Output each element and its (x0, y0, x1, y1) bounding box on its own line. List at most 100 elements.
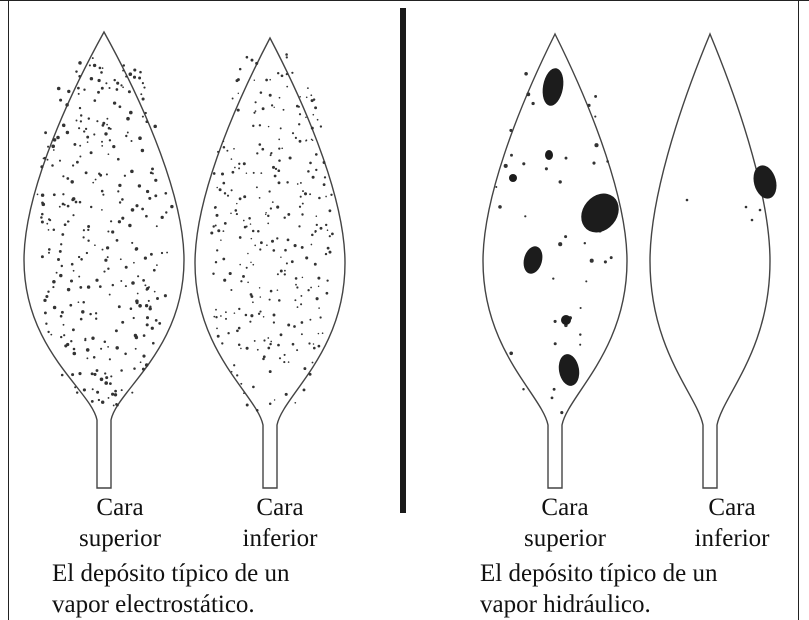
spray-droplet (70, 340, 72, 342)
spray-droplet (122, 86, 124, 88)
label-line2: superior (60, 523, 180, 554)
spray-droplet (104, 372, 106, 374)
spray-droplet (253, 172, 255, 174)
spray-droplet (112, 145, 115, 148)
spray-droplet (292, 343, 295, 346)
spray-droplet (106, 246, 109, 249)
spray-droplet (148, 197, 151, 200)
spray-droplet (252, 386, 255, 389)
spray-droplet (274, 399, 275, 400)
spray-droplet (214, 206, 217, 209)
spray-droplet (128, 224, 131, 227)
spray-droplet (745, 206, 748, 209)
spray-droplet (509, 129, 512, 132)
spray-droplet (244, 226, 247, 229)
spray-droplet (62, 175, 64, 177)
spray-droplet (96, 391, 99, 394)
spray-droplet (239, 236, 241, 238)
spray-droplet (291, 72, 293, 74)
spray-droplet (72, 328, 75, 331)
spray-droplet (108, 397, 110, 399)
spray-droplet (318, 333, 319, 334)
spray-droplet (144, 284, 146, 286)
spray-droplet (215, 309, 217, 311)
spray-droplet (236, 213, 238, 215)
spray-droplet (116, 239, 119, 242)
spray-droplet (231, 158, 233, 160)
spray-droplet (48, 229, 50, 231)
caption-line1: El depósito típico de un (52, 558, 289, 589)
spray-droplet (299, 113, 301, 115)
spray-droplet (301, 213, 303, 215)
spray-droplet (531, 102, 534, 105)
spray-droplet (292, 132, 294, 134)
label-line1: Cara (220, 492, 340, 523)
spray-droplet (246, 172, 247, 173)
spray-droplet (552, 277, 554, 279)
spray-droplet (232, 98, 234, 100)
spray-droplet (225, 318, 227, 320)
spray-droplet (580, 307, 582, 309)
spray-droplet (495, 186, 497, 188)
spray-droplet (86, 348, 90, 352)
spray-droplet (270, 341, 272, 343)
spray-droplet (307, 170, 310, 173)
spray-droplet (131, 208, 135, 212)
spray-droplet (125, 135, 127, 137)
spray-droplet (558, 242, 562, 246)
spray-droplet (70, 180, 73, 183)
spray-droplet (90, 151, 93, 154)
spray-droplet (133, 367, 136, 370)
spray-droplet (60, 336, 62, 338)
spray-droplet (286, 86, 288, 88)
spray-droplet (272, 201, 274, 203)
leaf-outline (24, 32, 184, 488)
spray-droplet (294, 299, 296, 301)
spray-droplet (133, 317, 135, 319)
spray-droplet (296, 105, 299, 108)
spray-droplet (238, 93, 239, 94)
spray-droplet (156, 264, 158, 266)
spray-droplet (107, 230, 109, 232)
spray-droplet (130, 140, 132, 142)
spray-droplet (143, 87, 145, 89)
spray-droplet (303, 388, 306, 391)
spray-droplet (90, 77, 93, 80)
spray-droplet (59, 99, 62, 102)
spray-droplet (142, 355, 145, 358)
spray-droplet (89, 64, 91, 66)
spray-droplet (510, 154, 513, 157)
spray-droplet (316, 215, 318, 217)
spray-droplet (233, 148, 235, 150)
spray-droplet (109, 382, 112, 385)
spray-droplet (279, 97, 281, 99)
spray-droplet (121, 217, 124, 220)
spray-droplet (106, 173, 108, 175)
spray-droplet (304, 192, 307, 195)
spray-droplet (318, 197, 321, 200)
spray-droplet (45, 323, 47, 325)
spray-droplet (296, 286, 298, 288)
spray-droplet (564, 235, 567, 238)
label-electrostatic-inferior: Cara inferior (220, 492, 340, 554)
spray-droplet (256, 409, 259, 412)
spray-droplet (227, 195, 229, 197)
spray-droplet (759, 209, 762, 212)
spray-droplet (267, 222, 269, 224)
spray-droplet (277, 169, 280, 172)
spray-droplet (261, 148, 264, 151)
spray-droplet (37, 194, 39, 196)
spray-droplet (311, 234, 314, 237)
spray-droplet (53, 138, 57, 142)
spray-droplet (267, 215, 269, 217)
leaf-outline (650, 34, 770, 488)
spray-droplet (87, 225, 90, 228)
spray-droplet (102, 194, 104, 196)
spray-droplet (302, 190, 304, 192)
spray-droplet (45, 295, 48, 298)
spray-droplet (59, 274, 62, 277)
spray-droplet (222, 258, 225, 261)
spray-droplet (271, 104, 273, 106)
spray-droplet (83, 130, 85, 132)
spray-droplet (60, 243, 62, 245)
